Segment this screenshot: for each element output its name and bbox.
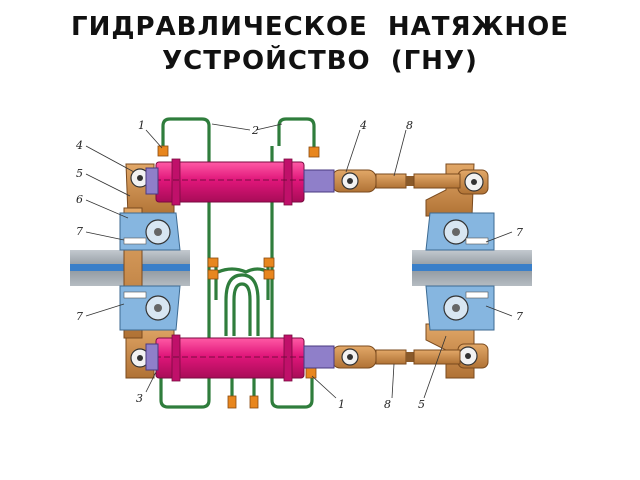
lower-tie-rod xyxy=(331,345,461,369)
label-7-right-upper: 7 xyxy=(516,226,523,239)
right-clamp-upper xyxy=(425,212,495,251)
left-clamp-lower xyxy=(119,285,181,331)
left-clamp-upper xyxy=(119,212,181,251)
label-7-left-upper: 7 xyxy=(76,225,83,238)
label-3-bottom: 3 xyxy=(136,392,143,405)
label-4-top: 4 xyxy=(359,119,367,132)
label-7-right-lower: 7 xyxy=(516,310,523,323)
label-4-left: 4 xyxy=(75,139,83,152)
upper-tie-rod xyxy=(331,169,461,193)
label-5-bottom: 5 xyxy=(418,398,425,411)
title-line-2: УСТРОЙСТВО (ГНУ) xyxy=(162,46,478,76)
label-5-left: 5 xyxy=(76,167,83,180)
label-1-top: 1 xyxy=(138,119,145,132)
upper-hydraulic-cylinder xyxy=(145,158,335,206)
hose-fittings xyxy=(155,145,320,409)
leader-lines xyxy=(85,123,513,399)
label-6-left: 6 xyxy=(76,193,83,206)
label-7-left-lower: 7 xyxy=(76,310,83,323)
title-line-1: ГИДРАВЛИЧЕСКОЕ НАТЯЖНОЕ xyxy=(71,12,569,42)
rail-right xyxy=(412,250,532,286)
label-1-bottom: 1 xyxy=(338,398,345,411)
label-8-top: 8 xyxy=(406,119,413,132)
right-clamp-lower xyxy=(425,285,495,331)
lower-hydraulic-cylinder xyxy=(145,334,335,382)
label-2-top: 2 xyxy=(251,124,259,137)
label-8-bottom: 8 xyxy=(384,398,391,411)
